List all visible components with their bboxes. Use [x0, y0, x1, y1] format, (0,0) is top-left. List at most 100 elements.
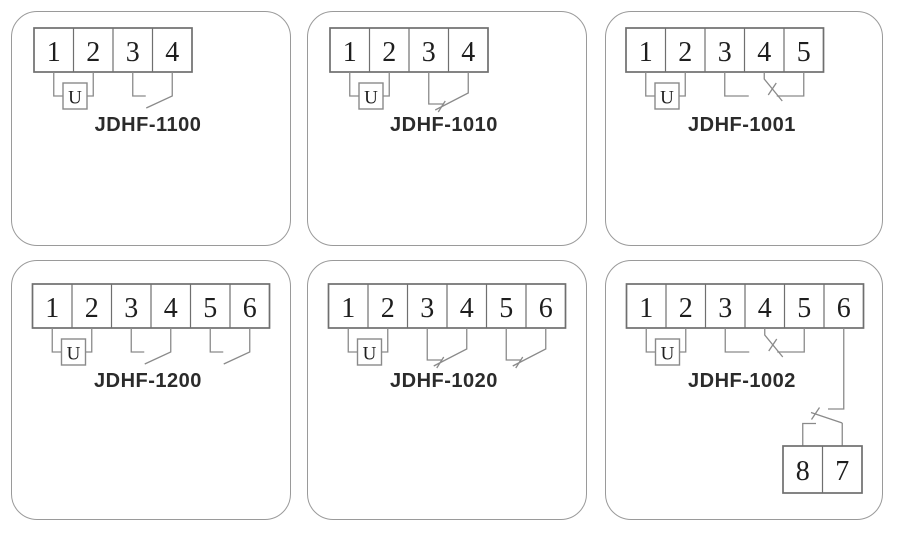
coil-label: U	[67, 344, 81, 365]
contact-nc-tick	[436, 356, 445, 369]
coil-box	[654, 82, 680, 110]
terminal-number: 6	[837, 293, 851, 324]
terminal-number: 1	[343, 37, 357, 68]
terminal-number: 6	[243, 293, 257, 324]
terminal-number: 4	[164, 293, 178, 324]
contact-nc-blade	[512, 328, 547, 367]
aux-terminal-number: 8	[796, 456, 810, 487]
terminal-number: 2	[382, 37, 396, 68]
contact-no-blade	[145, 72, 173, 109]
coil-box	[358, 82, 384, 110]
aux-nc-tick	[810, 407, 821, 420]
terminal-number: 1	[341, 293, 355, 324]
coil-wire-left	[645, 328, 656, 353]
terminal-number: 1	[45, 293, 59, 324]
terminal-number: 3	[126, 37, 140, 68]
coil-label: U	[661, 344, 675, 365]
coil-wire-left	[51, 328, 62, 353]
contact-nc-tick	[437, 100, 446, 113]
coil-wire-left	[349, 72, 359, 97]
terminal-number: 4	[461, 37, 475, 68]
model-label: JDHF-1002	[688, 370, 796, 392]
model-label: JDHF-1020	[390, 370, 498, 392]
aux-feed-wire	[828, 328, 845, 410]
contact-no-blade	[223, 328, 251, 365]
coil-label: U	[660, 88, 674, 109]
model-label: JDHF-1100	[94, 114, 202, 136]
terminal-number: 3	[420, 293, 434, 324]
terminal-number: 2	[679, 293, 693, 324]
terminal-number: 1	[639, 293, 653, 324]
terminal-number: 2	[85, 293, 99, 324]
model-label: JDHF-1200	[94, 370, 202, 392]
terminal-number: 5	[203, 293, 217, 324]
coil-wire-left	[53, 72, 63, 97]
aux-terminal-number: 7	[835, 456, 849, 487]
contact-co-no-side	[724, 328, 750, 353]
model-label: JDHF-1010	[390, 114, 498, 136]
contact-nc-blade	[433, 328, 468, 367]
coil-wire-right	[381, 328, 389, 353]
coil-box	[60, 338, 87, 366]
coil-wire-right	[87, 72, 94, 97]
contact-nc-fixed	[505, 328, 522, 361]
terminal-number: 1	[639, 37, 653, 68]
coil-label: U	[364, 88, 378, 109]
terminal-number: 6	[539, 293, 553, 324]
coil-box	[654, 338, 681, 366]
contact-nc-fixed	[428, 72, 444, 105]
terminal-number: 5	[499, 293, 513, 324]
contact-no-fixed	[132, 72, 146, 97]
contact-no-fixed	[130, 328, 145, 353]
terminal-number: 3	[124, 293, 138, 324]
terminal-number: 2	[381, 293, 395, 324]
terminal-number: 3	[718, 37, 732, 68]
coil-wire-right	[679, 328, 687, 353]
contact-no-fixed	[209, 328, 224, 353]
contact-nc-tick	[515, 356, 524, 369]
coil-wire-right	[85, 328, 93, 353]
coil-wire-right	[679, 72, 686, 97]
contact-nc-blade	[434, 72, 469, 111]
terminal-number: 1	[47, 37, 61, 68]
coil-label: U	[68, 88, 82, 109]
coil-box	[62, 82, 88, 110]
terminal-number: 3	[422, 37, 436, 68]
contact-co-tick	[767, 82, 777, 96]
terminal-number: 3	[718, 293, 732, 324]
contact-co-nc-side	[776, 72, 805, 97]
coil-wire-left	[645, 72, 655, 97]
coil-wire-left	[347, 328, 358, 353]
terminal-number: 5	[797, 293, 811, 324]
contact-co-blade	[764, 328, 784, 358]
contact-nc-fixed	[426, 328, 443, 361]
contact-co-nc-side	[777, 328, 805, 353]
terminal-number: 4	[757, 37, 771, 68]
terminal-number: 4	[460, 293, 474, 324]
terminal-number: 5	[797, 37, 811, 68]
contact-co-no-side	[724, 72, 749, 97]
terminal-number: 2	[86, 37, 100, 68]
terminal-number: 4	[758, 293, 772, 324]
contact-no-blade	[144, 328, 172, 365]
contact-co-blade	[763, 72, 783, 102]
terminal-number: 2	[678, 37, 692, 68]
aux-riser-8	[802, 422, 816, 446]
coil-label: U	[363, 344, 377, 365]
coil-wire-right	[383, 72, 390, 97]
model-label: JDHF-1001	[688, 114, 796, 136]
terminal-number: 4	[165, 37, 179, 68]
aux-nc-blade	[810, 411, 843, 424]
coil-box	[356, 338, 383, 366]
